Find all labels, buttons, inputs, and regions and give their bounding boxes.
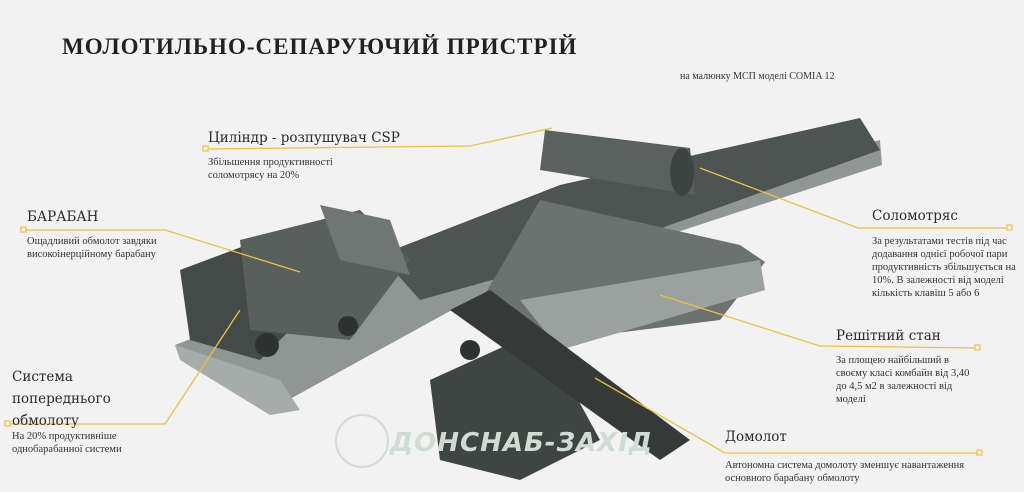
desc-line: високоінерційному барабану xyxy=(27,249,156,260)
desc-line: Ощадливий обмолот завдяки xyxy=(27,236,157,247)
walker-desc: За результатами тестів під час додавання… xyxy=(872,235,1016,300)
desc-line: додавання однієї робочої пари xyxy=(872,249,1008,260)
watermark-text: ДОНСНАБ-ЗАХІД xyxy=(389,428,653,458)
desc-line: моделі xyxy=(836,394,866,405)
pre-threshing-title: Система попереднього обмолоту xyxy=(12,366,111,432)
pre-threshing-desc: На 20% продуктивніше однобарабанної сист… xyxy=(12,430,122,456)
csp-title: Циліндр - розпушувач CSP xyxy=(208,130,400,146)
desc-line: продуктивність збільшується на xyxy=(872,262,1016,273)
desc-line: до 4,5 м2 в залежності від xyxy=(836,381,953,392)
title-line: Система xyxy=(12,369,73,385)
desc-line: кількість клавіш 5 або 6 xyxy=(872,288,980,299)
machine xyxy=(175,118,882,480)
desc-line: За результатами тестів під час xyxy=(872,236,1007,247)
watermark-logo: ДОНСНАБ-ЗАХІД xyxy=(335,414,653,468)
desc-line: Автономна система домолоту зменшує наван… xyxy=(725,460,965,471)
sieve-desc: За площею найбільший в своєму класі комб… xyxy=(836,354,969,406)
sieve-title: Решітний стан xyxy=(836,328,941,344)
rethreshing-desc: Автономна система домолоту зменшує наван… xyxy=(725,459,964,485)
desc-line: основного барабану обмолоту xyxy=(725,473,860,484)
model-note: на малюнку МСП моделі COMIA 12 xyxy=(680,71,835,82)
title-line: обмолоту xyxy=(12,413,79,429)
desc-line: соломотрясу на 20% xyxy=(208,170,300,181)
desc-line: 10%. В залежності від моделі xyxy=(872,275,1004,286)
callout-markers xyxy=(4,145,1013,456)
drum-desc: Ощадливий обмолот завдяки високоінерційн… xyxy=(27,235,157,261)
drum-title: БАРАБАН xyxy=(27,209,99,225)
desc-line: Збільшення продуктивності xyxy=(208,157,333,168)
rethreshing-title: Домолот xyxy=(725,429,787,445)
title-line: попереднього xyxy=(12,391,111,407)
walker-title: Соломотряс xyxy=(872,208,958,224)
desc-line: На 20% продуктивніше xyxy=(12,431,117,442)
page-title: МОЛОТИЛЬНО-СЕПАРУЮЧИЙ ПРИСТРІЙ xyxy=(62,34,578,59)
desc-line: За площею найбільший в xyxy=(836,355,949,366)
desc-line: однобарабанної системи xyxy=(12,444,122,455)
callout-lines xyxy=(8,127,1010,454)
desc-line: своєму класі комбайн від 3,40 xyxy=(836,368,970,379)
csp-desc: Збільшення продуктивності соломотрясу на… xyxy=(208,156,333,182)
